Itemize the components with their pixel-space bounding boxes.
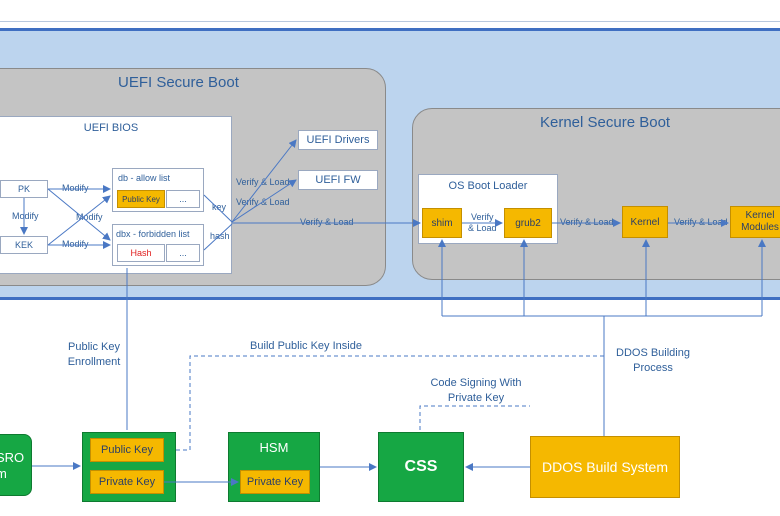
db-dots: ... xyxy=(166,190,200,208)
uefi-fw-node: UEFI FW xyxy=(298,170,378,190)
uefi-secure-boot-title: UEFI Secure Boot xyxy=(118,74,239,91)
keys-private-key: Private Key xyxy=(90,470,164,494)
dbx-dots: ... xyxy=(166,244,200,262)
left-green-box xyxy=(0,434,32,496)
hsm-title: HSM xyxy=(259,440,289,455)
css-label: CSS xyxy=(404,458,438,475)
shim-node: shim xyxy=(422,208,462,238)
os-boot-loader-title: OS Boot Loader xyxy=(448,180,528,192)
css-box: CSS xyxy=(378,432,464,502)
pk-node: PK xyxy=(0,180,48,198)
kernel-node: Kernel xyxy=(622,206,668,238)
build-public-key-inside-label: Build Public Key Inside xyxy=(250,340,362,352)
grub2-node: grub2 xyxy=(504,208,552,238)
verify-load-label: Verify & Load xyxy=(300,217,354,227)
grub-verify-label: Verify & Load xyxy=(560,217,614,227)
kernel-secure-boot-title: Kernel Secure Boot xyxy=(540,114,671,131)
top-separator xyxy=(0,21,780,22)
dbx-title: dbx - forbidden list xyxy=(116,229,190,239)
hsm-private-key: Private Key xyxy=(240,470,310,494)
modify-label: Modify xyxy=(62,183,89,193)
keys-public-key: Public Key xyxy=(90,438,164,462)
ddos-build-system-box: DDOS Build System xyxy=(530,436,680,498)
db-title: db - allow list xyxy=(118,173,171,183)
modify-label: Modify xyxy=(62,239,89,249)
uefi-drivers-node: UEFI Drivers xyxy=(298,130,378,150)
key-label: key xyxy=(212,202,227,212)
kernel-verify-label: Verify & Load xyxy=(674,217,728,227)
uefi-bios-title: UEFI BIOS xyxy=(83,122,139,134)
modify-label: Modify xyxy=(12,211,39,221)
kek-node: KEK xyxy=(0,236,48,254)
modify-label: Modify xyxy=(76,212,103,222)
db-public-key: Public Key xyxy=(117,190,165,208)
shim-verify-label: Verify& Load xyxy=(468,212,497,233)
dbx-hash: Hash xyxy=(117,244,165,262)
